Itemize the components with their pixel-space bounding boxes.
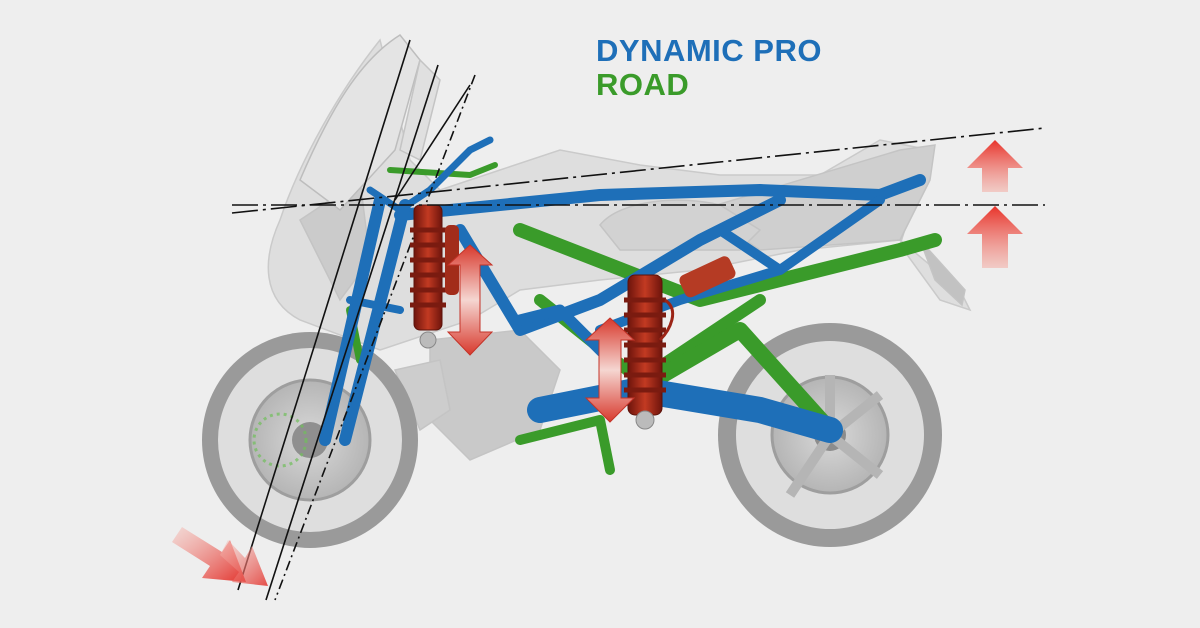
push-arrow-icon — [220, 540, 268, 586]
legend-dynamic-pro: DYNAMIC PRO — [596, 33, 822, 68]
front-shock — [410, 204, 459, 349]
ride-height-lines — [231, 127, 1046, 214]
steering-axis-lines — [237, 39, 476, 601]
double-arrow-icon — [446, 244, 494, 356]
rise-arrow-icon — [967, 140, 1023, 192]
front-wheel — [202, 332, 418, 548]
legend-road: ROAD — [596, 67, 690, 102]
rise-arrow-icon — [967, 206, 1023, 268]
rear-shock — [624, 256, 736, 430]
double-arrow-icon — [584, 317, 636, 423]
mode-legend: DYNAMIC PRO ROAD — [596, 34, 822, 102]
push-arrow-icon — [172, 527, 246, 582]
